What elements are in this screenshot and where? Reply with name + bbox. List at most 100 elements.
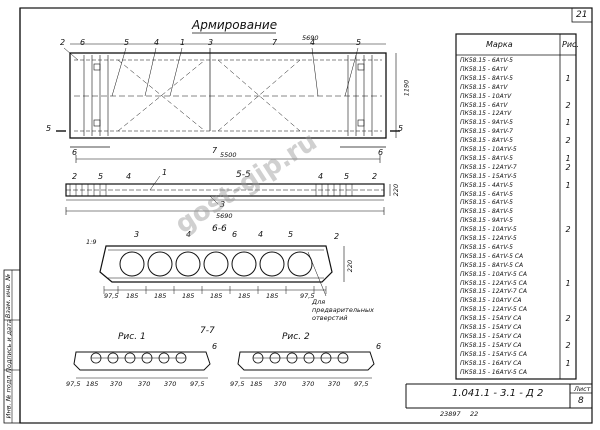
table-header-fig: Рис. [562, 40, 579, 49]
table-row: ПК58.15 - 9АтV-7 [458, 127, 576, 136]
table-row: ПК58.15 - 10АтV [458, 92, 576, 101]
table-cell-mark: ПК58.15 - 8АтV-5 [460, 74, 513, 82]
table-row-fig: 2 [458, 314, 576, 323]
plan-label-4a: 4 [154, 38, 160, 47]
table-row-fig: 1 [458, 359, 576, 368]
table-row: ПК58.15 - 12АтV-7 СА [458, 287, 576, 296]
fig-2-dim-2: 370 [274, 380, 287, 388]
footer-code-left: 23897 [440, 410, 461, 418]
table-row: ПК58.15 - 8АтV-5 [458, 74, 576, 83]
plan-label-4b: 4 [310, 38, 316, 47]
table-row: ПК58.15 - 15АтV СА [458, 314, 576, 323]
s55-label-1: 1 [162, 168, 168, 177]
s66-dim-5: 185 [238, 292, 251, 300]
table-cell-fig: 2 [565, 100, 571, 110]
plan-mark-6-right: 6 [378, 148, 384, 157]
fig-1-dim-4: 370 [164, 380, 177, 388]
plan-label-5a: 5 [124, 38, 130, 47]
table-cell-mark: ПК58.15 - 6АтV-5 СА [460, 252, 524, 260]
table-row-fig: 1 [458, 154, 576, 163]
table-row: ПК58.15 - 10АтV-5 [458, 225, 576, 234]
section-6-6-title: 6-6 [212, 224, 227, 234]
table-cell-mark: ПК58.15 - 12АтV-5 [460, 235, 517, 242]
plan-mark-6-left: 6 [72, 148, 78, 157]
table-row: ПК58.15 - 15АтV СА [458, 323, 576, 332]
s55-dim-length: 5690 [216, 212, 233, 220]
footer-code-right: 22 [470, 410, 479, 418]
table-cell-mark: ПК58.15 - 10АтV-5 СА [460, 270, 527, 278]
table-cell-mark: ПК58.15 - 12АтV-5 СА [460, 279, 527, 287]
plan-dim-bar-overall: 5500 [220, 151, 237, 159]
table-row: ПК58.15 - 15АтV-5 СА [458, 350, 576, 359]
s66-dim-1: 185 [126, 292, 139, 300]
table-row: ПК58.15 - 15АтV СА [458, 332, 576, 341]
plan-label-1: 1 [180, 38, 186, 47]
plan-mark-7: 7 [212, 146, 218, 155]
table-row: ПК58.15 - 8АтV-5 [458, 136, 576, 145]
table-row: ПК58.15 - 9АтV-5 [458, 216, 576, 225]
plan-dim-length: 5690 [302, 34, 319, 42]
table-cell-mark: ПК58.15 - 15АтV СА [460, 315, 522, 323]
fig-2-mark: 6 [376, 342, 382, 351]
s55-label-4a: 4 [126, 172, 132, 181]
table-cell-mark: ПК58.15 - 16АтV СА [460, 359, 522, 367]
table-cell-mark: ПК58.15 - 4АтV-5 [460, 181, 513, 189]
plan-label-3: 3 [208, 38, 214, 47]
table-row: ПК58.15 - 15АтV-5 [458, 172, 576, 181]
table-row: ПК58.15 - 8АтV-5 СА [458, 261, 576, 270]
s55-label-5a: 5 [98, 172, 104, 181]
fig-2-dim-5: 97,5 [354, 380, 369, 388]
plan-section-mark-right: 5 [398, 124, 404, 133]
table-cell-mark: ПК58.15 - 6АтV-5 [460, 243, 513, 251]
s66-note: Для предварительных отверстий [312, 298, 375, 322]
s66-dim-7: 97,5 [300, 292, 315, 300]
s66-dim-3: 185 [182, 292, 195, 300]
table-row: ПК58.15 - 6АтV-5 [458, 243, 576, 252]
table-cell-mark: ПК58.15 - 10АтV СА [460, 297, 522, 305]
fig-2 [237, 351, 375, 379]
table-row: ПК58.15 - 6АтV [458, 65, 576, 74]
section-5-5 [65, 175, 391, 215]
s66-label-6: 6 [232, 230, 238, 239]
table-cell-mark: ПК58.15 - 15АтV СА [460, 332, 522, 340]
table-row: ПК58.15 - 6АтV [458, 101, 576, 110]
s55-label-4b: 4 [318, 172, 324, 181]
table-cell-mark: ПК58.15 - 10АтV [460, 92, 512, 100]
table-cell-fig: 1 [565, 153, 571, 163]
table-cell-fig: 2 [565, 340, 571, 350]
s66-dim-4: 185 [210, 292, 223, 300]
table-cell-fig: 1 [565, 358, 571, 368]
table-row-fig: 2 [458, 163, 576, 172]
drawing-title: Армирование [192, 18, 278, 32]
table-row: ПК58.15 - 8АтV-5 [458, 154, 576, 163]
fig-1-dim-5: 97,5 [190, 380, 205, 388]
stamp-sheet-label: Лист [574, 385, 591, 393]
table-cell-fig: 2 [565, 225, 571, 235]
s66-dim-6: 185 [266, 292, 279, 300]
table-cell-mark: ПК58.15 - 6АтV-5 [460, 57, 513, 64]
table-row-fig: 1 [458, 74, 576, 83]
table-row: ПК58.15 - 16АтV СА [458, 359, 576, 368]
s66-label-4b: 4 [258, 230, 264, 239]
table-row-fig: 2 [458, 225, 576, 234]
table-cell-mark: ПК58.15 - 15АтV СА [460, 324, 522, 331]
fig-1-dim-3: 370 [138, 380, 151, 388]
fig-2-dim-1: 185 [250, 380, 263, 388]
table-row: ПК58.15 - 8АтV [458, 83, 576, 92]
table-row-fig: 1 [458, 279, 576, 288]
s66-dim-height: 220 [346, 259, 355, 273]
s66-dim-0: 97,5 [104, 292, 119, 300]
left-label-vzam: Взам. инв. № [4, 273, 13, 319]
table-row: ПК58.15 - 12АтV-5 СА [458, 305, 576, 314]
table-row: ПК58.15 - 8АтV-5 [458, 207, 576, 216]
fig-2-dim-3: 370 [302, 380, 315, 388]
section-5-5-title: 5-5 [236, 170, 251, 180]
table-row: ПК58.15 - 16АтV-5 СА [458, 368, 576, 377]
fig-1-dim-1: 185 [86, 380, 99, 388]
s55-label-5b: 5 [344, 172, 350, 181]
fig-1-mark: 6 [212, 342, 218, 351]
table-row: ПК58.15 - 15АтV СА [458, 341, 576, 350]
left-label-signature: Подпись и дата [4, 319, 13, 373]
